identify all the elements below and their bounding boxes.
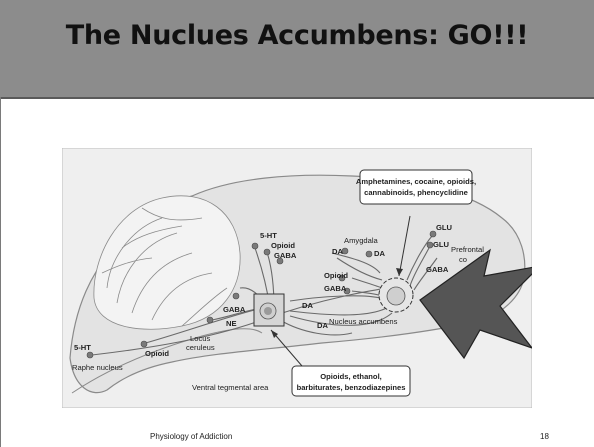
label-da-lower: DA: [317, 321, 328, 330]
label-opioid-top: Opioid: [271, 241, 295, 250]
label-5ht-top: 5-HT: [260, 231, 277, 240]
label-gaba-left: GABA: [223, 305, 246, 314]
label-gaba-top: GABA: [274, 251, 297, 260]
label-glu-second: GLU: [433, 240, 450, 249]
label-gaba-mid: GABA: [324, 284, 347, 293]
label-opioid-mid: Opioid: [324, 271, 348, 280]
label-da-mid: DA: [302, 301, 313, 310]
label-nucleus-accumbens: Nucleus accumbens: [329, 317, 398, 326]
footer-title: Physiology of Addiction: [150, 432, 232, 441]
callout-bottom-line2: barbiturates, benzodiazepines: [297, 383, 406, 392]
label-amygdala: Amygdala: [344, 236, 379, 245]
node-opioid-top: [264, 249, 270, 255]
brain-reward-pathway-diagram: Amphetamines, cocaine, opioids, cannabin…: [62, 148, 532, 408]
node-da-amygdala: [366, 251, 372, 257]
label-da-amygdala: DA: [374, 249, 385, 258]
label-ceruleus: ceruleus: [186, 343, 215, 352]
node-5ht-top: [252, 243, 258, 249]
page-number: 18: [540, 432, 549, 441]
node-opioid-left: [141, 341, 147, 347]
label-gaba-right: GABA: [426, 265, 449, 274]
label-glu-top: GLU: [436, 223, 453, 232]
node-ne: [207, 317, 213, 323]
callout-top-line1: Amphetamines, cocaine, opioids,: [356, 177, 476, 186]
nucleus-accumbens-core: [387, 287, 405, 305]
slide-border: [0, 97, 1, 447]
label-da-top: DA: [332, 247, 343, 256]
slide-title: The Nuclues Accumbens: GO!!!: [0, 20, 594, 51]
label-raphe-nucleus: Raphe nucleus: [72, 363, 123, 372]
node-gaba-left: [233, 293, 239, 299]
label-5ht-left: 5-HT: [74, 343, 91, 352]
node-5ht-left: [87, 352, 93, 358]
callout-bottom-line1: Opioids, ethanol,: [320, 372, 382, 381]
label-ne: NE: [226, 319, 237, 328]
label-vta: Ventral tegmental area: [192, 383, 269, 392]
label-locus: Locus: [190, 334, 210, 343]
callout-top-line2: cannabinoids, phencyclidine: [364, 188, 468, 197]
label-prefrontal: Prefrontal: [451, 245, 484, 254]
label-prefrontal-2: co: [459, 255, 467, 264]
label-opioid-left: Opioid: [145, 349, 169, 358]
callout-top-box: [360, 170, 472, 204]
